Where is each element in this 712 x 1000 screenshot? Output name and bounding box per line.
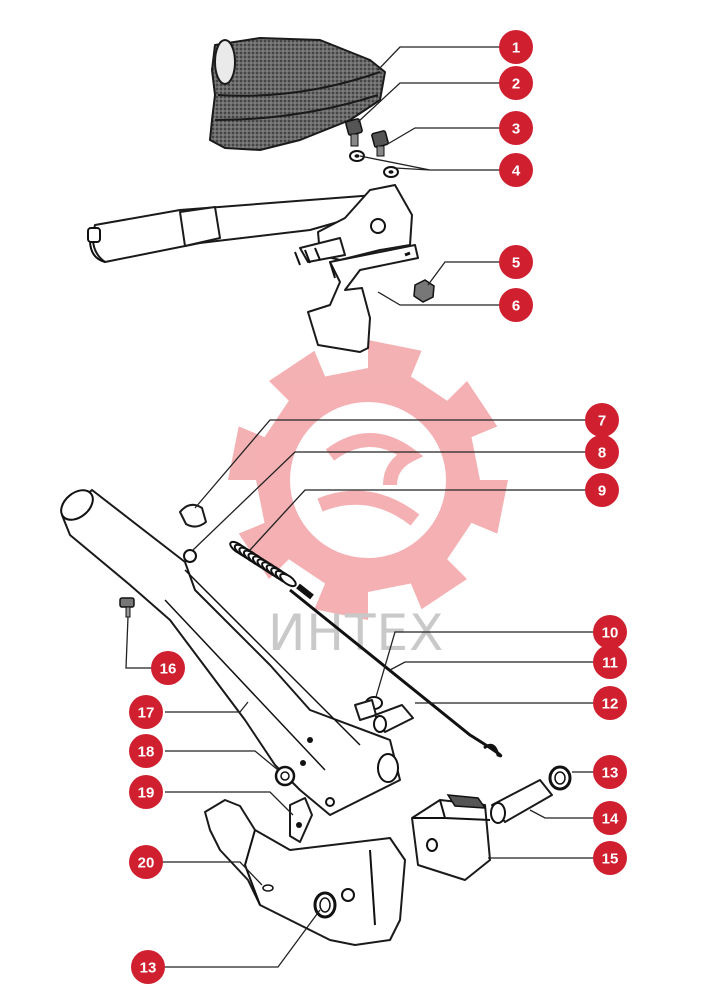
callout-badge <box>499 153 533 187</box>
callout-badge <box>129 775 163 809</box>
callout-c1: 1 <box>499 30 533 64</box>
callout-badge <box>593 841 627 875</box>
washers <box>349 150 399 178</box>
callout-c4: 4 <box>499 153 533 187</box>
small-screw <box>119 597 135 618</box>
callout-badge <box>499 111 533 145</box>
callout-badge <box>499 288 533 322</box>
callout-c20: 20 <box>129 845 163 879</box>
callout-number: 3 <box>512 121 520 138</box>
leader-lines <box>125 46 595 968</box>
retaining-ring-upper <box>548 765 572 791</box>
callout-number: 17 <box>138 705 155 722</box>
callout-c11: 11 <box>593 645 627 679</box>
callout-c9: 9 <box>585 473 619 507</box>
callout-number: 18 <box>138 744 155 761</box>
callout-badge <box>593 615 627 649</box>
callout-c19: 19 <box>129 775 163 809</box>
callout-number: 20 <box>138 855 155 872</box>
callout-badge <box>129 695 163 729</box>
sleeve <box>373 704 414 733</box>
small-ball <box>183 549 197 563</box>
rubber-boot <box>209 37 386 151</box>
callout-number: 2 <box>512 76 520 93</box>
callout-badge <box>585 435 619 469</box>
callout-c3: 3 <box>499 111 533 145</box>
callout-c13b: 13 <box>131 950 165 984</box>
callout-badge <box>593 686 627 720</box>
callout-badge <box>585 403 619 437</box>
callout-number: 7 <box>598 413 606 430</box>
callout-number: 4 <box>512 163 521 180</box>
rubber-cap <box>179 503 207 528</box>
callout-badge <box>585 473 619 507</box>
callout-c17: 17 <box>129 695 163 729</box>
lever-tube <box>60 489 401 816</box>
callout-c18: 18 <box>129 734 163 768</box>
callout-badge <box>151 651 185 685</box>
callout-number: 11 <box>602 655 618 672</box>
cam-plate <box>289 797 313 843</box>
callout-badge <box>593 645 627 679</box>
callout-number: 1 <box>512 40 520 57</box>
callout-number: 12 <box>602 696 619 713</box>
callout-c15: 15 <box>593 841 627 875</box>
callout-c8: 8 <box>585 435 619 469</box>
callout-c16: 16 <box>151 651 185 685</box>
callout-number: 5 <box>512 255 520 272</box>
callout-number: 13 <box>602 765 619 782</box>
callout-c13a: 13 <box>593 755 627 789</box>
bolt-left <box>345 118 363 147</box>
nut <box>413 279 435 303</box>
base-bracket <box>204 799 406 946</box>
callout-number: 10 <box>602 625 619 642</box>
pull-rod <box>289 583 503 758</box>
callout-c14: 14 <box>593 801 627 835</box>
shaft <box>490 779 553 824</box>
callout-c10: 10 <box>593 615 627 649</box>
callout-number: 14 <box>602 811 619 828</box>
callout-c2: 2 <box>499 66 533 100</box>
callout-badge <box>131 950 165 984</box>
gear-logo-icon <box>228 340 508 620</box>
callout-number: 15 <box>602 851 619 868</box>
watermark-text: ИНТЕХ <box>268 604 444 662</box>
callout-c12: 12 <box>593 686 627 720</box>
rubber-block <box>411 794 491 881</box>
callout-c5: 5 <box>499 245 533 279</box>
mounting-bracket <box>307 244 419 353</box>
handbrake-lever <box>87 184 413 266</box>
callout-badge <box>593 801 627 835</box>
callout-badge <box>129 845 163 879</box>
callout-badge <box>593 755 627 789</box>
bolt-right <box>371 130 389 157</box>
callout-number: 9 <box>598 483 606 500</box>
callout-badge <box>129 734 163 768</box>
callout-number: 6 <box>512 298 520 315</box>
spring-coil <box>279 572 297 588</box>
spring <box>229 540 297 588</box>
callout-badge <box>499 30 533 64</box>
callout-number: 8 <box>598 445 606 462</box>
callout-badge <box>499 66 533 100</box>
callout-number: 16 <box>160 661 177 678</box>
callout-c6: 6 <box>499 288 533 322</box>
callout-badge <box>499 245 533 279</box>
callout-c7: 7 <box>585 403 619 437</box>
callout-number: 13 <box>140 960 157 977</box>
bushing-ring <box>274 765 296 787</box>
callout-number: 19 <box>138 785 155 802</box>
